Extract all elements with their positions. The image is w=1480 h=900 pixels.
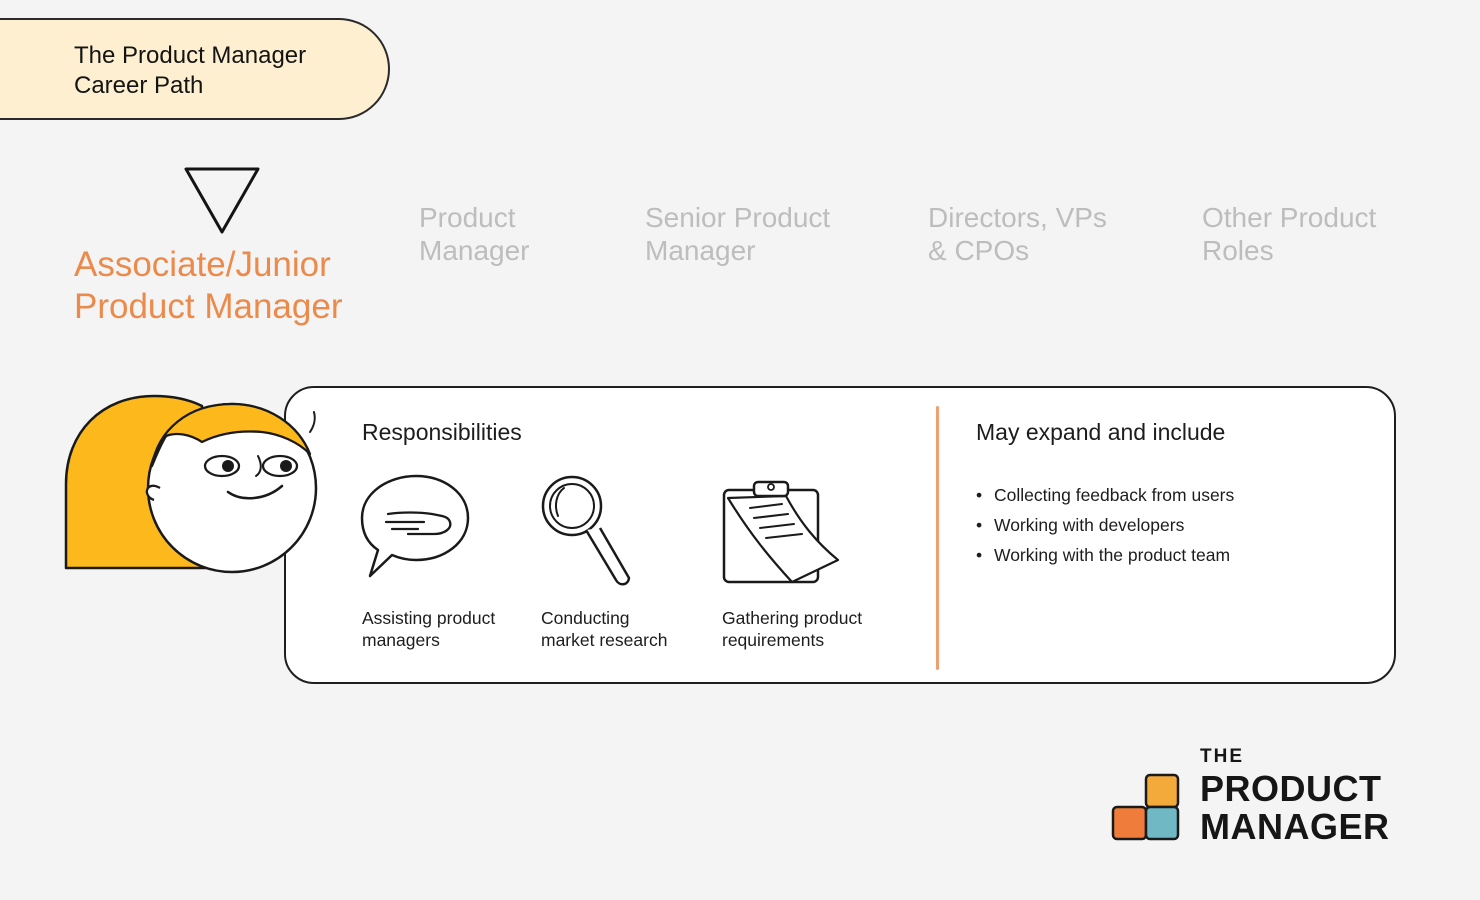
list-item: Collecting feedback from users — [976, 480, 1234, 510]
logo-blocks-icon — [1111, 773, 1180, 841]
logo-text-the: THE — [1200, 746, 1244, 767]
stage-detail-card: Responsibilities Assisting product manag… — [284, 386, 1396, 684]
stage-label-line2: Product Manager — [74, 287, 343, 326]
responsibility-label: Gathering product requirements — [722, 607, 862, 651]
stage-label-line1: Product — [419, 202, 516, 233]
page-title-line1: The Product Manager — [74, 42, 307, 69]
stage-label-line2: Manager — [419, 235, 530, 266]
responsibility-label-line1: Gathering product — [722, 608, 863, 628]
stage-label-line1: Other Product — [1202, 202, 1377, 233]
stage-senior-product-manager[interactable]: Senior Product Manager — [645, 201, 830, 267]
responsibility-label-line2: market research — [541, 630, 668, 650]
avatar-character-icon — [64, 394, 318, 574]
responsibility-label: Assisting product managers — [362, 607, 495, 651]
expand-title: May expand and include — [976, 419, 1226, 445]
page-title-line2: Career Path — [74, 72, 204, 99]
logo-text-product: PRODUCT — [1200, 768, 1382, 809]
clipboard-icon — [722, 480, 840, 584]
responsibility-label: Conducting market research — [541, 607, 667, 651]
responsibility-label-line1: Conducting — [541, 608, 630, 628]
stage-label-line1: Senior Product — [645, 202, 831, 233]
stage-directors-vps-cpos[interactable]: Directors, VPs & CPOs — [928, 201, 1107, 267]
expand-list: Collecting feedback from users Working w… — [976, 480, 1234, 570]
stage-associate-junior[interactable]: Associate/Junior Product Manager — [74, 244, 342, 328]
stage-product-manager[interactable]: Product Manager — [419, 201, 530, 267]
list-item: Working with the product team — [976, 540, 1234, 570]
list-item: Working with developers — [976, 510, 1234, 540]
title-pill: The Product Manager Career Path — [0, 18, 390, 120]
stage-label-line2: Roles — [1202, 235, 1274, 266]
responsibility-label-line1: Assisting product — [362, 608, 496, 628]
responsibility-label-line2: requirements — [722, 630, 825, 650]
responsibility-label-line2: managers — [362, 630, 440, 650]
stage-label-line2: Manager — [645, 235, 756, 266]
stage-other-product-roles[interactable]: Other Product Roles — [1202, 201, 1376, 267]
stage-label-line1: Directors, VPs — [928, 202, 1107, 233]
logo-text-manager: MANAGER — [1200, 806, 1390, 847]
active-stage-marker-icon — [184, 167, 260, 234]
speech-bubble-hand-icon — [360, 474, 470, 578]
magnifying-glass-icon — [541, 475, 631, 586]
stage-label-line2: & CPOs — [928, 235, 1030, 266]
stage-label-line1: Associate/Junior — [74, 245, 331, 284]
responsibilities-title: Responsibilities — [362, 419, 522, 445]
card-divider — [936, 406, 939, 670]
